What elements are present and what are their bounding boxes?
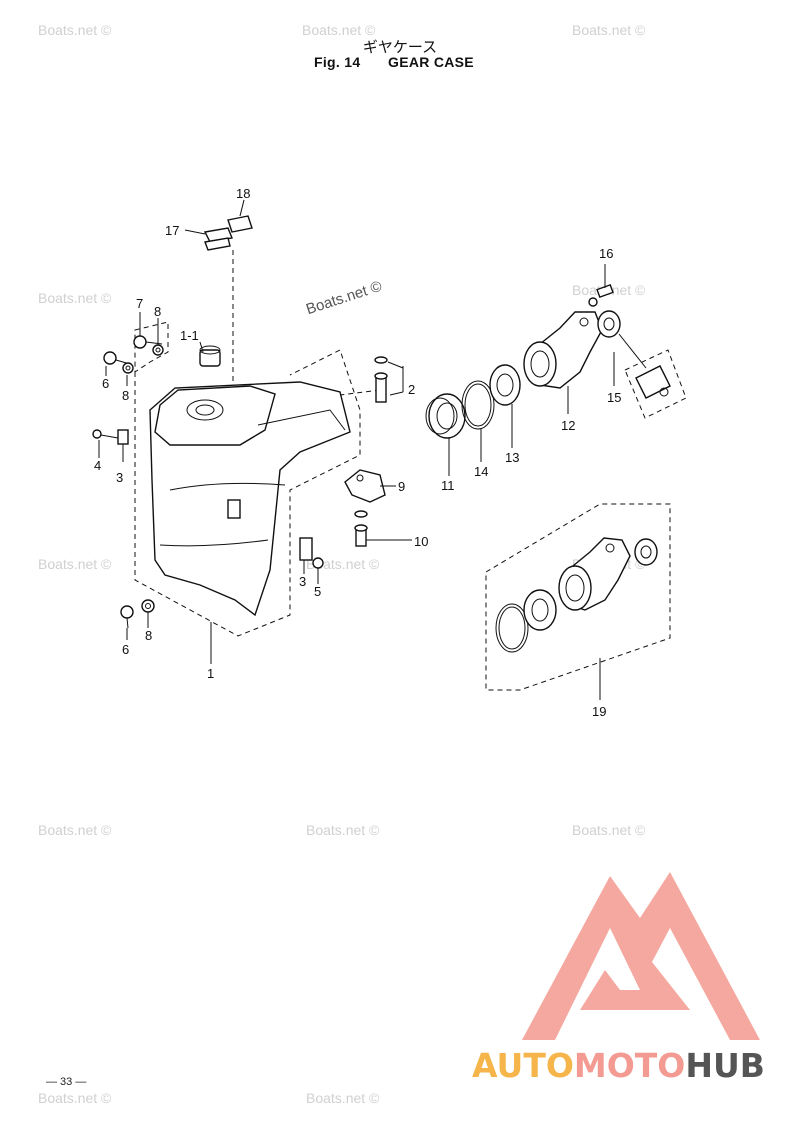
part-5-nut — [312, 557, 324, 569]
watermark: Boats.net © — [38, 822, 112, 838]
callout-8: 8 — [154, 304, 161, 319]
part-10-bolt — [354, 510, 368, 547]
brand-wordmark: AUTOMOTOHUB — [472, 1046, 765, 1085]
part-washer — [597, 310, 621, 338]
watermark: Boats.net © — [572, 822, 646, 838]
part-9-trim-tab — [344, 469, 386, 503]
part-1-1-collar — [199, 345, 221, 367]
part-15-grommet — [635, 365, 671, 399]
part-6-bolt — [103, 351, 131, 365]
gear-case-body — [149, 381, 351, 617]
part-16-screw — [588, 283, 614, 307]
part-13-seal — [489, 364, 521, 406]
callout-8: 8 — [145, 628, 152, 643]
watermark: Boats.net © — [306, 822, 380, 838]
callout-11: 11 — [441, 478, 455, 493]
watermark: Boats.net © — [302, 22, 376, 38]
part-19-assembly — [495, 537, 658, 653]
part-3-clip — [299, 537, 313, 561]
figure-title: GEAR CASE — [388, 54, 474, 70]
callout-2: 2 — [408, 382, 415, 397]
brand-part-auto: AUTO — [472, 1046, 574, 1085]
part-8-washer — [152, 344, 164, 356]
part-11-bearing — [425, 393, 466, 439]
callout-7: 7 — [136, 296, 143, 311]
callout-18: 18 — [236, 186, 250, 201]
watermark: Boats.net © — [306, 1090, 380, 1106]
part-6-bolt — [120, 605, 134, 629]
callout-17: 17 — [165, 223, 179, 238]
callout-3: 3 — [116, 470, 123, 485]
callout-6: 6 — [122, 642, 129, 657]
callout-13: 13 — [505, 450, 519, 465]
callout-9: 9 — [398, 479, 405, 494]
part-12-housing — [523, 311, 603, 389]
callout-1: 1 — [207, 666, 214, 681]
part-3-clip — [117, 429, 129, 445]
callout-14: 14 — [474, 464, 488, 479]
watermark: Boats.net © — [38, 290, 112, 306]
brand-part-moto: MOTO — [573, 1046, 686, 1085]
watermark: Boats.net © — [38, 22, 112, 38]
part-17-18-blocks — [203, 215, 253, 251]
callout-12: 12 — [561, 418, 575, 433]
brand-logo-mark — [522, 872, 760, 1040]
callout-3: 3 — [299, 574, 306, 589]
brand-part-hub: HUB — [685, 1046, 765, 1085]
part-8-washer — [141, 599, 155, 613]
callout-6: 6 — [102, 376, 109, 391]
part-8-washer — [122, 362, 134, 374]
callout-19: 19 — [592, 704, 606, 719]
watermark: Boats.net © — [38, 556, 112, 572]
watermark: Boats.net © — [38, 1090, 112, 1106]
watermark: Boats.net © — [572, 22, 646, 38]
callout-16: 16 — [599, 246, 613, 261]
callout-5: 5 — [314, 584, 321, 599]
title-japanese: ギヤケース — [362, 38, 438, 56]
leader-lines — [98, 199, 615, 700]
figure-number: Fig. 14 — [314, 54, 361, 70]
callout-15: 15 — [607, 390, 621, 405]
page-number: — 33 — — [46, 1076, 87, 1088]
callout-4: 4 — [94, 458, 101, 473]
part-4-bolt — [92, 429, 119, 439]
watermark: Boats.net © — [306, 556, 380, 572]
callout-10: 10 — [414, 534, 428, 549]
part-14-o-ring — [461, 380, 495, 430]
part-2-bolt — [374, 356, 404, 403]
callout-8: 8 — [122, 388, 129, 403]
callout-1-1: 1-1 — [180, 328, 199, 343]
